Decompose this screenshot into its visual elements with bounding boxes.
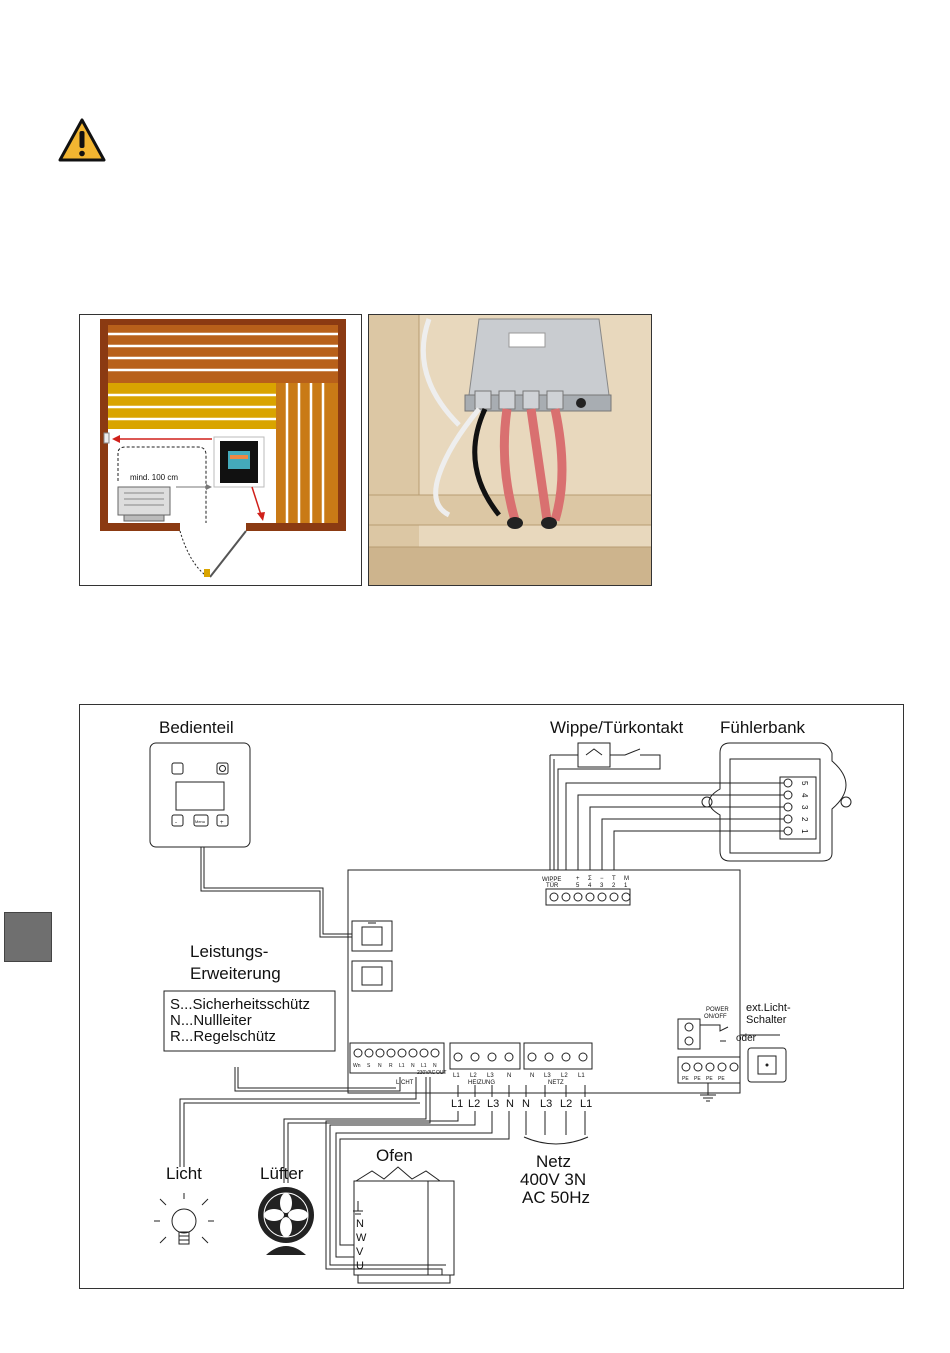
heizung-pin-l3: L3	[487, 1073, 494, 1079]
licht-pin-l1b: L1	[421, 1063, 427, 1069]
sensor-num-5: 5	[576, 883, 580, 889]
power-label: POWER	[706, 1007, 729, 1013]
fan-icon	[258, 1187, 314, 1255]
schalter-label: Schalter	[746, 1014, 787, 1026]
sensor-top-4: T	[612, 876, 616, 882]
licht-pin-l1: L1	[399, 1063, 405, 1069]
controller-box-photo	[368, 314, 652, 586]
plus-button-label: +	[220, 820, 224, 826]
licht-pin-s: S	[367, 1063, 371, 1069]
luefter-label: Lüfter	[260, 1164, 304, 1183]
ofen-term-n: N	[356, 1218, 364, 1230]
netz-out-l1: L1	[580, 1098, 592, 1110]
netz-out-l3: L3	[540, 1098, 552, 1110]
heater-icon	[353, 1166, 455, 1284]
licht-230vac: 230VAC	[417, 1070, 436, 1076]
menu-button-label: Menu	[195, 819, 205, 824]
pe-pin-3: PE	[706, 1076, 713, 1082]
sensor-pin-3: 3	[800, 805, 809, 810]
legend-s: S...Sicherheitsschütz	[170, 996, 310, 1013]
sensor-top-2: Σ	[588, 876, 592, 882]
heizung-out-l2: L2	[468, 1098, 480, 1110]
licht-pin-n2: N	[411, 1063, 415, 1069]
sensor-pin-5: 5	[800, 781, 809, 786]
licht-pin-r: R	[389, 1063, 393, 1069]
sensor-top-1: +	[576, 876, 580, 882]
heizung-pin-n: N	[507, 1073, 511, 1079]
netz-frequency: AC 50Hz	[522, 1188, 590, 1207]
fuehlerbank-label: Fühlerbank	[720, 718, 806, 737]
legend-r: R...Regelschütz	[170, 1028, 276, 1045]
leistungs-label: Leistungs-	[190, 942, 268, 961]
distance-label: mind. 100 cm	[130, 473, 178, 482]
netz-pin-n: N	[530, 1073, 534, 1079]
warning-triangle-icon	[58, 118, 106, 162]
licht-out: OUT	[436, 1070, 447, 1076]
section-tab	[4, 912, 52, 962]
sensor-pin-2: 2	[800, 817, 809, 822]
legend-n: N...Nullleiter	[170, 1012, 252, 1029]
heizung-out-l3: L3	[487, 1098, 499, 1110]
netz-out-l2: L2	[560, 1098, 572, 1110]
netz-title: Netz	[536, 1152, 571, 1171]
heizung-out-l1: L1	[451, 1098, 463, 1110]
heizung-pin-l1: L1	[453, 1073, 460, 1079]
licht-pin-n: N	[378, 1063, 382, 1069]
netz-pin-l1: L1	[578, 1073, 585, 1079]
netz-block-label: NETZ	[548, 1080, 564, 1086]
sensor-num-2: 2	[612, 883, 616, 889]
onoff-label: ON/OFF	[704, 1014, 727, 1020]
ofen-label: Ofen	[376, 1146, 413, 1165]
ofen-term-u: U	[356, 1260, 364, 1272]
wiring-diagram: Bedienteil Wippe/Türkontakt Fühlerbank -…	[79, 704, 904, 1289]
erweiterung-label: Erweiterung	[190, 964, 281, 983]
sensor-num-1: 1	[624, 883, 628, 889]
light-bulb-icon	[154, 1193, 214, 1245]
sensor-top-3: −	[600, 876, 604, 882]
heizung-out-n: N	[506, 1098, 514, 1110]
ofen-term-v: V	[356, 1246, 364, 1258]
licht-block-label: LICHT	[396, 1080, 414, 1086]
ofen-term-w: W	[356, 1232, 367, 1244]
extlicht-label: ext.Licht-	[746, 1002, 791, 1014]
sensor-pin-4: 4	[800, 793, 809, 798]
pe-pin-4: PE	[718, 1076, 725, 1082]
sensor-pin-1: 1	[800, 829, 809, 834]
pe-pin-1: PE	[682, 1076, 689, 1082]
heizung-block-label: HEIZUNG	[468, 1080, 495, 1086]
netz-pin-l2: L2	[561, 1073, 568, 1079]
licht-label: Licht	[166, 1164, 202, 1183]
licht-pin-n3: N	[433, 1063, 437, 1069]
heizung-pin-l2: L2	[470, 1073, 477, 1079]
sensor-num-4: 4	[588, 883, 592, 889]
wippe-terminal-label: WIPPE	[542, 877, 561, 883]
netz-pin-l3: L3	[544, 1073, 551, 1079]
pe-pin-2: PE	[694, 1076, 701, 1082]
tuer-terminal-label: TÜR	[546, 882, 559, 889]
oder-label: oder	[736, 1033, 757, 1044]
wippe-label: Wippe/Türkontakt	[550, 718, 683, 737]
netz-out-n: N	[522, 1098, 530, 1110]
minus-button-label: -	[175, 820, 177, 826]
sensor-top-5: M	[624, 876, 629, 882]
bedienteil-label: Bedienteil	[159, 718, 234, 737]
sauna-floor-plan: mind. 100 cm	[79, 314, 362, 586]
control-panel: - Menu +	[149, 742, 251, 848]
licht-pin-wn: Wn	[353, 1063, 361, 1069]
netz-voltage: 400V 3N	[520, 1170, 586, 1189]
sensor-num-3: 3	[600, 883, 604, 889]
